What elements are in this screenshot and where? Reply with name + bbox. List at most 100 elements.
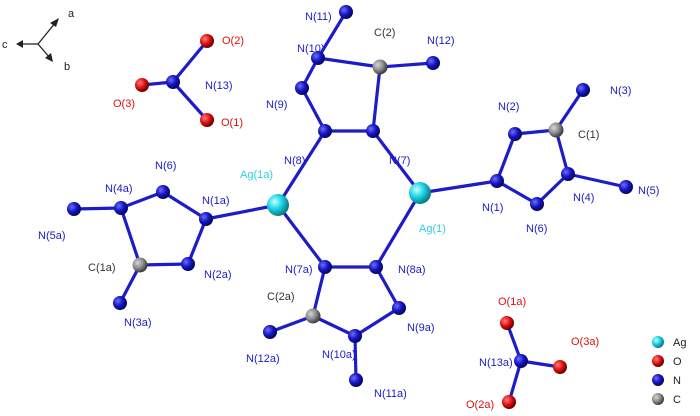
atom-o1a — [500, 316, 514, 330]
atom-label-n6a: N(6) — [155, 160, 176, 172]
atom-n9 — [295, 81, 309, 95]
atom-n13 — [166, 75, 180, 89]
atom-label-n10: N(10) — [297, 43, 325, 55]
bond-c2-n12 — [378, 61, 435, 69]
bond-c1a-n2a — [138, 262, 190, 267]
atom-n2 — [508, 127, 522, 141]
bond-n6a-n4a — [119, 190, 165, 210]
bond-n10-n11 — [316, 10, 348, 60]
bond-n10-c2 — [316, 56, 382, 69]
atom-label-c1a: C(1a) — [88, 262, 116, 274]
legend-n-label: N — [673, 375, 681, 387]
bond-n13-o2 — [171, 39, 209, 84]
bond-ag1-n8a — [374, 191, 422, 269]
atom-label-n4a: N(4a) — [105, 183, 133, 195]
atom-n11 — [339, 5, 353, 19]
axis-a-arrow — [37, 21, 57, 45]
bond-c2-n7 — [371, 65, 382, 133]
atom-n4 — [561, 167, 575, 181]
axis-a-arrowhead — [50, 18, 59, 27]
atom-n7 — [366, 124, 380, 138]
axis-b-label: b — [64, 61, 70, 73]
atom-n12 — [426, 56, 440, 70]
axis-indicator: a c b — [2, 8, 75, 73]
atom-c2 — [372, 59, 388, 75]
atom-label-n12: N(12) — [427, 35, 455, 47]
legend-c-swatch — [652, 393, 664, 405]
bond-n13a-o2a — [507, 359, 523, 404]
axis-c-arrowhead — [16, 40, 23, 48]
atom-label-n11a: N(11a) — [374, 388, 407, 400]
axis-c-label: c — [2, 39, 8, 51]
atom-o1 — [200, 113, 214, 127]
atom-label-o3a: O(3a) — [571, 336, 599, 348]
atom-label-ag1a: Ag(1a) — [240, 169, 273, 181]
atom-label-n3: N(3) — [610, 85, 631, 97]
atom-n7a — [318, 260, 332, 274]
atom-label-o3: O(3) — [113, 98, 135, 110]
bond-ag1a-n8 — [276, 129, 327, 207]
atom-label-o2: O(2) — [222, 35, 244, 47]
atom-n6 — [530, 197, 544, 211]
legend-ag-label: Ag — [673, 337, 686, 349]
atom-label-n13: N(13) — [205, 80, 233, 92]
atom-label-n9: N(9) — [266, 99, 287, 111]
element-legend: Ag O N C — [652, 336, 686, 406]
atom-label-c2a: C(2a) — [267, 291, 295, 303]
bond-n9a-n10a — [353, 306, 401, 338]
atom-label-n8: N(8) — [284, 155, 305, 167]
atom-o2 — [200, 34, 214, 48]
atom-o3 — [135, 78, 149, 92]
bond-ag1a-n1a — [204, 203, 280, 221]
bond-c2a-n12a — [268, 314, 315, 334]
bond-c2a-n7a — [311, 265, 327, 318]
legend-c-label: C — [673, 394, 681, 406]
atom-label-n6: N(6) — [526, 223, 547, 235]
bond-ag1-n1 — [418, 179, 499, 195]
atom-label-n4: N(4) — [573, 192, 594, 204]
bond-n1a-n6a — [161, 190, 208, 221]
labels-layer: Ag(1)Ag(1a)N(7)N(8)N(9)N(10)N(11)C(2)N(1… — [38, 11, 659, 411]
atom-n1 — [490, 174, 504, 188]
bond-n1-n2 — [495, 132, 517, 183]
atom-n8 — [318, 124, 332, 138]
legend-ag-swatch — [652, 336, 664, 348]
bond-n4a-n5a — [72, 206, 123, 211]
legend-o-label: O — [673, 356, 682, 368]
atom-n2a — [181, 257, 195, 271]
atom-n5a — [67, 202, 81, 216]
atom-o2a — [502, 395, 516, 409]
atom-label-n11: N(11) — [305, 11, 332, 23]
atom-c2a — [305, 308, 321, 324]
bond-n10a-n11a — [353, 334, 358, 382]
atom-c1 — [548, 122, 564, 138]
atom-n13a — [514, 354, 528, 368]
bond-c1-n4 — [554, 128, 570, 176]
bond-n4a-c1a — [119, 206, 142, 267]
atom-n4a — [114, 201, 128, 215]
atom-label-o1a: O(1a) — [498, 296, 526, 308]
bond-n13-o1 — [171, 80, 209, 122]
atom-n3 — [576, 83, 590, 97]
bond-n6-n1 — [495, 179, 539, 206]
atom-n12a — [263, 325, 277, 339]
atom-n1a — [199, 212, 213, 226]
atom-label-n2: N(2) — [498, 101, 519, 113]
bond-c1-n3 — [554, 88, 585, 132]
atom-n3a — [113, 296, 127, 310]
atom-c1a — [132, 257, 148, 273]
atom-n9a — [392, 301, 406, 315]
atom-label-n2a: N(2a) — [204, 269, 232, 281]
bond-n8-n9 — [300, 86, 327, 133]
atom-label-n7a: N(7a) — [285, 264, 313, 276]
atom-label-n7: N(7) — [389, 155, 410, 167]
atom-n10 — [311, 51, 325, 65]
axis-b-arrowhead — [45, 53, 53, 62]
bond-n4-n6 — [535, 172, 570, 206]
atom-ag1 — [409, 182, 431, 204]
atom-n10a — [348, 329, 362, 343]
atom-n6a — [156, 185, 170, 199]
atom-n5 — [619, 180, 633, 194]
atom-label-c2: C(2) — [374, 27, 395, 39]
